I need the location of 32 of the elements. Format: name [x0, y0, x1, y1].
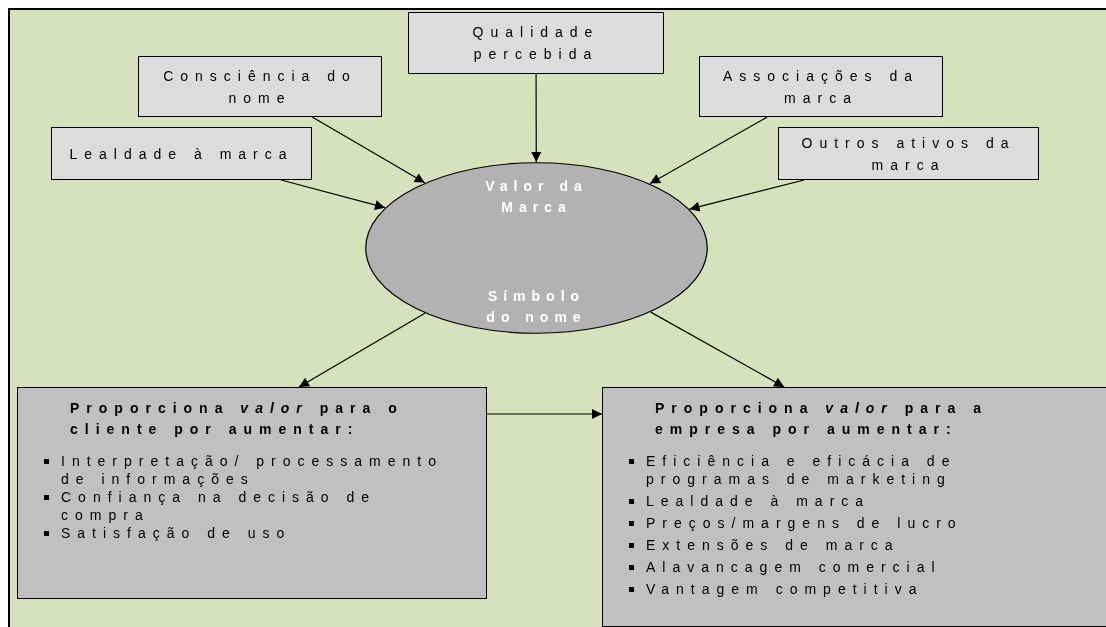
bullet-item: Interpretação/ processamento de informações	[61, 452, 444, 488]
arrow	[688, 179, 805, 212]
factor-box	[138, 56, 382, 117]
bullet-item: Preços/margens de lucro	[646, 514, 963, 532]
box-heading: Proporciona valor para o cliente por aumentar:	[69, 399, 405, 439]
factor-box	[408, 12, 664, 74]
box-label: Outros ativos da marca	[800, 133, 1017, 175]
bullet-item: Vantagem competitiva	[646, 580, 924, 598]
arrow	[280, 179, 386, 210]
bullet-item: Eficiência e eficácia de programas de marketing	[646, 452, 958, 488]
benefit-box	[602, 387, 1106, 627]
benefit-box	[17, 387, 487, 599]
factor-box	[699, 56, 943, 117]
factor-box	[51, 127, 312, 180]
arrow	[531, 73, 542, 163]
arrow	[649, 116, 768, 185]
arrow	[650, 311, 785, 388]
bullet-item: Lealdade à marca	[646, 492, 871, 510]
box-label: Lealdade à marca	[69, 144, 294, 164]
factor-box	[778, 127, 1039, 180]
arrow	[486, 409, 603, 419]
box-label: Consciência do nome	[162, 66, 358, 108]
box-label: Qualidade percebida	[471, 23, 601, 64]
box-heading: Proporciona valor para a empresa por aumentar:	[654, 399, 989, 439]
ellipse-label: Valor da Marca	[484, 177, 589, 217]
box-label: Associações da marca	[721, 66, 921, 108]
ellipse-label: Símbolo do nome	[485, 287, 588, 327]
bullet-item: Satisfação de uso	[61, 524, 292, 542]
bullet-item: Alavancagem comercial	[646, 558, 942, 576]
bullet-item: Confiança na decisão de compra	[61, 488, 378, 524]
bullet-item: Extensões de marca	[646, 536, 900, 554]
arrow	[298, 312, 426, 388]
